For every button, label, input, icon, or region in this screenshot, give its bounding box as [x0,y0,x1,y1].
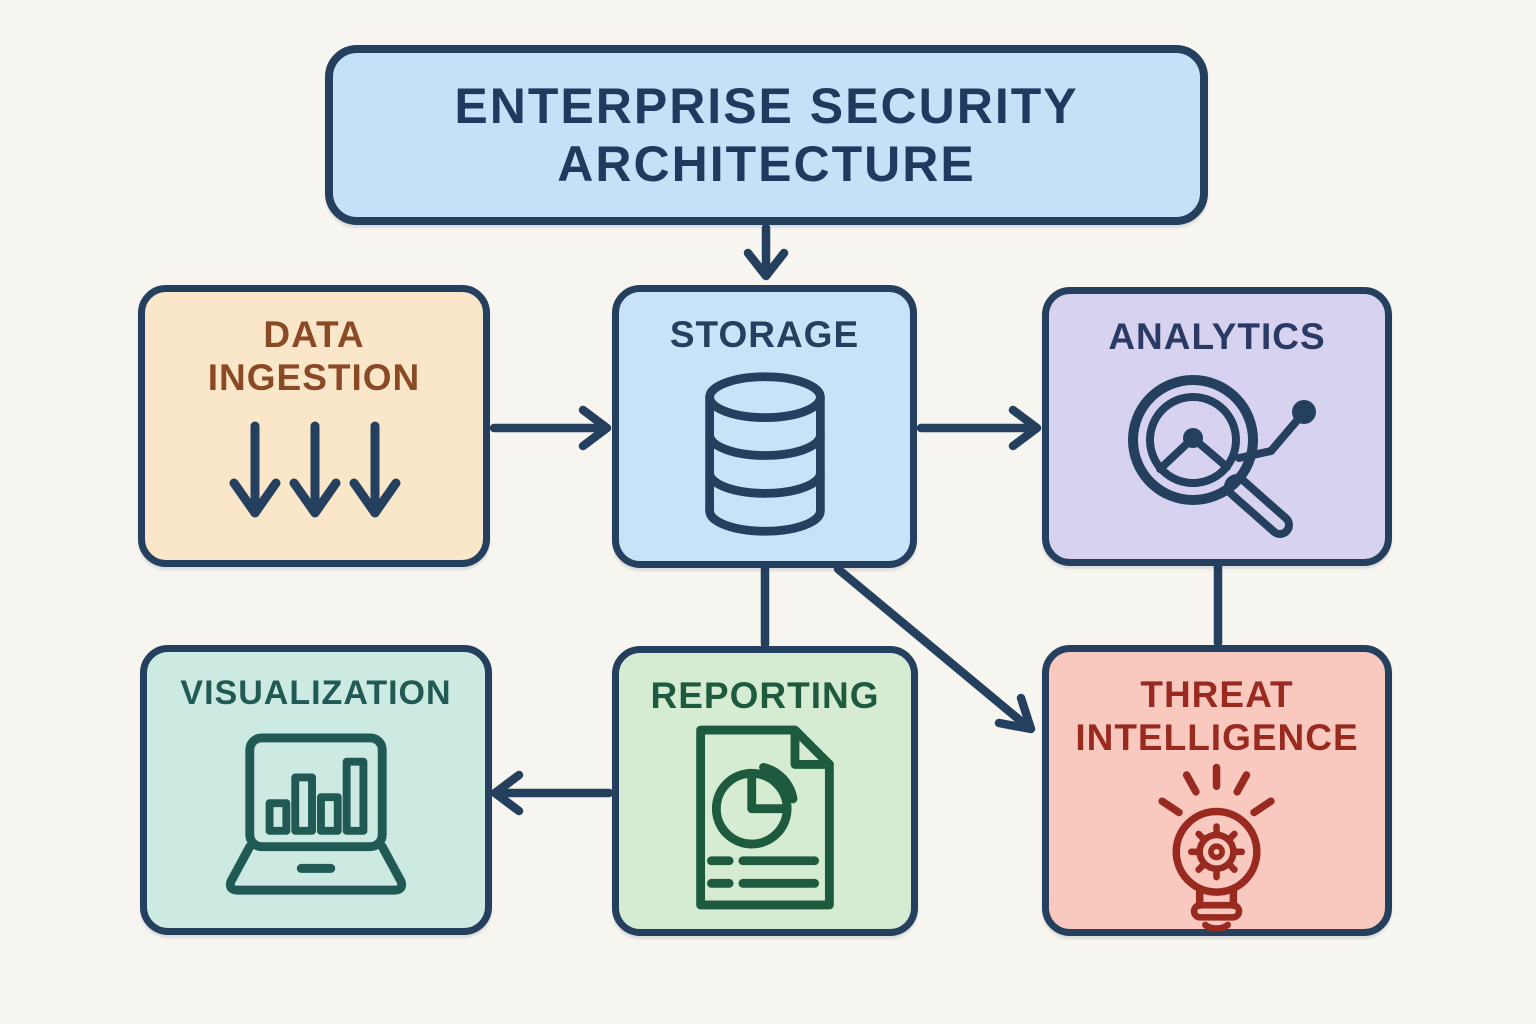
icon-wrap [202,713,430,928]
icon-wrap [227,400,402,560]
node-label: VISUALIZATION [180,674,452,712]
edge-storage-to-analytics [916,405,1042,451]
node-visualization: VISUALIZATION [140,645,492,935]
laptop-bar-chart-icon [225,733,407,895]
icon-wrap [1108,359,1326,559]
node-reporting: REPORTING [612,646,918,936]
node-data-ingestion: DATA INGESTION [138,285,490,567]
icon-wrap [679,718,851,929]
edge-reporting-to-visualization [490,770,614,816]
node-label: STORAGE [669,314,860,355]
node-label: THREAT INTELLIGENCE [1075,674,1359,758]
node-analytics: ANALYTICS [1042,287,1392,566]
node-storage: STORAGE [612,285,917,568]
magnifier-trend-icon [1128,374,1316,538]
title-box: ENTERPRISE SECURITY ARCHITECTURE [325,45,1208,225]
icon-wrap [1137,760,1297,948]
down-arrows-icon [229,421,400,518]
lightbulb-gear-icon [1158,763,1275,932]
node-label: DATA INGESTION [207,314,421,398]
node-threat-intelligence: THREAT INTELLIGENCE [1042,645,1392,936]
report-document-icon [696,726,834,910]
diagram-title: ENTERPRISE SECURITY ARCHITECTURE [454,78,1079,192]
node-label: ANALYTICS [1108,316,1326,357]
edge-title-to-storage [743,223,789,281]
database-icon [704,372,825,536]
node-label: REPORTING [650,675,880,716]
edge-data-ingestion-to-storage [489,405,612,451]
icon-wrap [692,357,838,561]
